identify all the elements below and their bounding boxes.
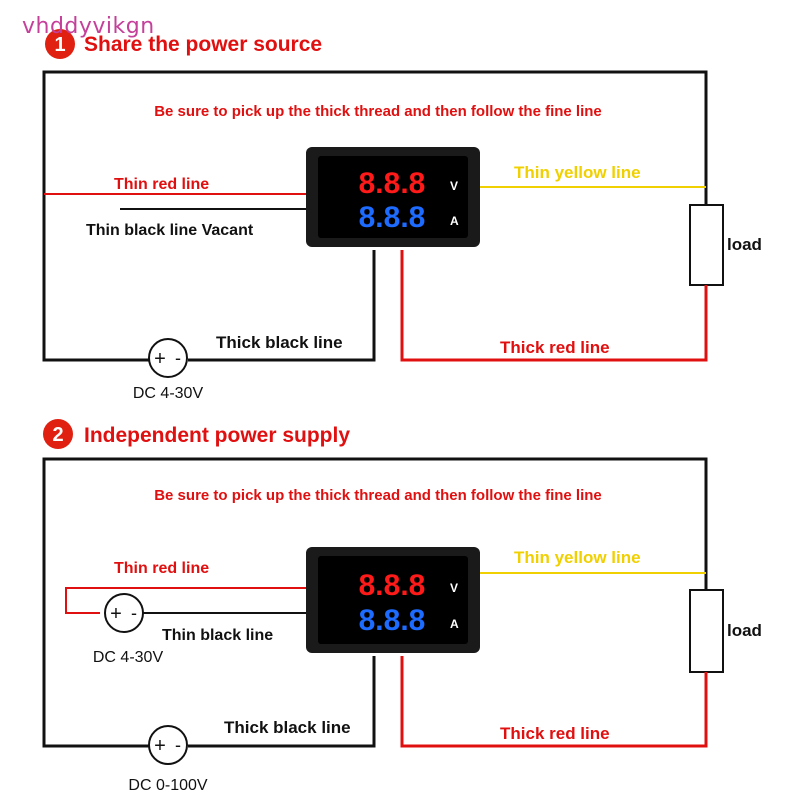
- thin-red-label-1: Thin red line: [114, 176, 209, 193]
- meter-1-volt-digits: 8.8.8: [359, 167, 426, 200]
- thick-red-label-2: Thick red line: [500, 724, 610, 743]
- thick-red-wire-1: [400, 250, 708, 362]
- dc-supply-1-plus: +: [154, 348, 166, 370]
- section-2-title: Independent power supply: [84, 424, 350, 447]
- dc-supply-aux-2-label: DC 4-30V: [93, 649, 164, 666]
- thin-black-label-2: Thin black line: [162, 627, 273, 644]
- dc-supply-1-label: DC 4-30V: [133, 385, 204, 402]
- meter-1-v-unit: V: [450, 179, 458, 193]
- section-1-badge: [45, 29, 75, 59]
- load-label-1: load: [727, 235, 762, 254]
- dc-supply-main-2-plus: +: [154, 735, 166, 757]
- section-2-badge: [43, 419, 73, 449]
- section-1: 1 Share the power source Be sure to pick…: [42, 29, 762, 402]
- dc-supply-1: + -: [148, 338, 188, 378]
- meter-2-v-unit: V: [450, 581, 458, 595]
- instruction-1: Be sure to pick up the thick thread and …: [154, 103, 602, 120]
- frame-wire-2: [42, 457, 708, 735]
- thick-black-wire-1b: [188, 250, 376, 362]
- thick-black-label-2: Thick black line: [224, 718, 351, 737]
- meter-2-amp-digits: 8.8.8: [359, 604, 426, 637]
- dc-supply-main-2: + -: [148, 725, 188, 765]
- load-label-2: load: [727, 621, 762, 640]
- thin-yellow-label-2: Thin yellow line: [514, 548, 641, 567]
- meter-2-a-unit: A: [450, 617, 459, 631]
- thin-yellow-label-1: Thin yellow line: [514, 163, 641, 182]
- thick-black-wire-2b: [188, 656, 376, 748]
- meter-1-amp-digits: 8.8.8: [359, 201, 426, 234]
- meter-1: 8.8.8 8.8.8 V A: [306, 147, 480, 247]
- instruction-2: Be sure to pick up the thick thread and …: [154, 487, 602, 504]
- thin-red-wire-2: [65, 587, 306, 614]
- section-1-title: Share the power source: [84, 33, 322, 56]
- load-resistor-2: [689, 589, 724, 673]
- dc-supply-aux-2-minus: -: [131, 603, 137, 623]
- frame-wire-1: [42, 70, 708, 345]
- dc-supply-aux-2-plus: +: [110, 603, 122, 625]
- dc-supply-main-2-minus: -: [175, 735, 181, 755]
- load-resistor-1: [689, 204, 724, 286]
- meter-1-a-unit: A: [450, 214, 459, 228]
- dc-supply-1-minus: -: [175, 348, 181, 368]
- thick-red-label-1: Thick red line: [500, 338, 610, 357]
- thick-black-wire-1: [42, 345, 150, 362]
- section-2: 2 Independent power supply Be sure to pi…: [42, 419, 762, 794]
- dc-supply-main-2-label: DC 0-100V: [128, 777, 207, 794]
- thin-red-label-2: Thin red line: [114, 560, 209, 577]
- dc-supply-aux-2: + -: [104, 593, 144, 633]
- section-1-number: 1: [54, 34, 65, 56]
- thick-black-label-1: Thick black line: [216, 333, 343, 352]
- meter-2-volt-digits: 8.8.8: [359, 569, 426, 602]
- thick-red-wire-2: [400, 656, 708, 748]
- watermark-text: vhddyvikgn: [22, 14, 155, 39]
- thick-black-wire-2: [42, 735, 150, 748]
- thin-black-label-1: Thin black line Vacant: [86, 222, 254, 239]
- section-2-number: 2: [52, 424, 63, 446]
- meter-2: 8.8.8 8.8.8 V A: [306, 547, 480, 653]
